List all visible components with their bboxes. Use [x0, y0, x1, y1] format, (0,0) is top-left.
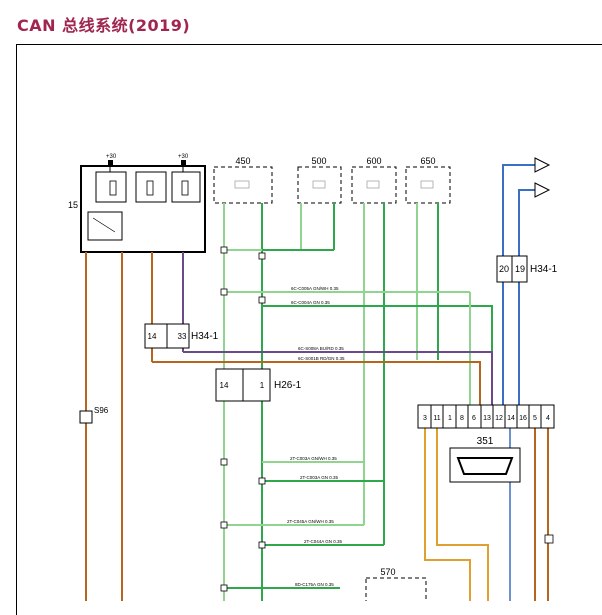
- svg-text:12: 12: [495, 415, 503, 422]
- svg-text:8D-C175A GN 0.35: 8D-C175A GN 0.35: [295, 582, 334, 587]
- svg-text:H34-1: H34-1: [191, 331, 219, 342]
- connector-450: 450: [213, 156, 273, 204]
- connector-h26: 14 1 H26-1: [215, 368, 302, 402]
- diagram-frame: [16, 44, 602, 615]
- svg-text:2T-C003A GN/WH 0.35: 2T-C003A GN/WH 0.35: [290, 456, 337, 461]
- svg-text:6C-S008A BU/RD 0.35: 6C-S008A BU/RD 0.35: [298, 346, 344, 351]
- diagram-title: CAN 总线系统(2019): [17, 16, 191, 35]
- connector-h34-top: 20 19 H34-1: [496, 255, 558, 283]
- svg-text:+30: +30: [106, 154, 117, 160]
- svg-text:6C-C005A GN/WH 0.35: 6C-C005A GN/WH 0.35: [291, 286, 339, 291]
- svg-text:5: 5: [533, 415, 537, 422]
- fuse-box-15: 15 +30 +30: [68, 154, 206, 253]
- svg-text:19: 19: [515, 264, 525, 274]
- svg-text:500: 500: [311, 156, 326, 166]
- svg-text:570: 570: [380, 567, 395, 577]
- connector-351: 3 11 1 8 6 13 12 14 16 5 4 351: [417, 404, 555, 483]
- splice-s96: S96: [79, 406, 109, 424]
- svg-text:2T-C044A GN 0.35: 2T-C044A GN 0.35: [304, 539, 343, 544]
- svg-text:14: 14: [148, 332, 157, 341]
- svg-text:H34-1: H34-1: [530, 264, 558, 275]
- connector-500: 500: [297, 156, 342, 204]
- svg-text:6C-S001B RD/GN 0.35: 6C-S001B RD/GN 0.35: [298, 356, 345, 361]
- svg-text:16: 16: [519, 415, 527, 422]
- svg-text:20: 20: [499, 264, 509, 274]
- svg-text:14: 14: [220, 381, 229, 390]
- svg-text:1: 1: [260, 381, 265, 390]
- connector-h34-left: 14 33 H34-1: [144, 323, 219, 349]
- svg-text:8: 8: [460, 415, 464, 422]
- svg-text:650: 650: [420, 156, 435, 166]
- svg-text:600: 600: [366, 156, 381, 166]
- svg-text:351: 351: [477, 436, 494, 447]
- svg-text:2T-C045A GN/WH 0.35: 2T-C045A GN/WH 0.35: [287, 519, 334, 524]
- svg-text:6: 6: [472, 415, 476, 422]
- svg-text:450: 450: [235, 156, 250, 166]
- svg-text:4: 4: [546, 415, 550, 422]
- svg-text:3: 3: [423, 415, 427, 422]
- svg-text:S96: S96: [94, 406, 109, 415]
- svg-text:13: 13: [483, 415, 491, 422]
- svg-text:2T-C003A GN 0.35: 2T-C003A GN 0.35: [300, 475, 339, 480]
- wiring-diagram: 15 +30 +30 450 500 600 650 570: [68, 154, 558, 601]
- svg-text:11: 11: [433, 415, 440, 422]
- fuse-box-label: 15: [68, 200, 78, 210]
- svg-text:6C-C004A GN 0.35: 6C-C004A GN 0.35: [291, 300, 330, 305]
- connector-600: 600: [351, 156, 397, 204]
- svg-text:1: 1: [448, 415, 452, 422]
- svg-text:H26-1: H26-1: [274, 380, 302, 391]
- svg-text:33: 33: [178, 332, 187, 341]
- svg-text:14: 14: [507, 415, 515, 422]
- connector-570: 570: [365, 567, 427, 601]
- svg-text:+30: +30: [178, 154, 189, 160]
- connector-650: 650: [405, 156, 451, 204]
